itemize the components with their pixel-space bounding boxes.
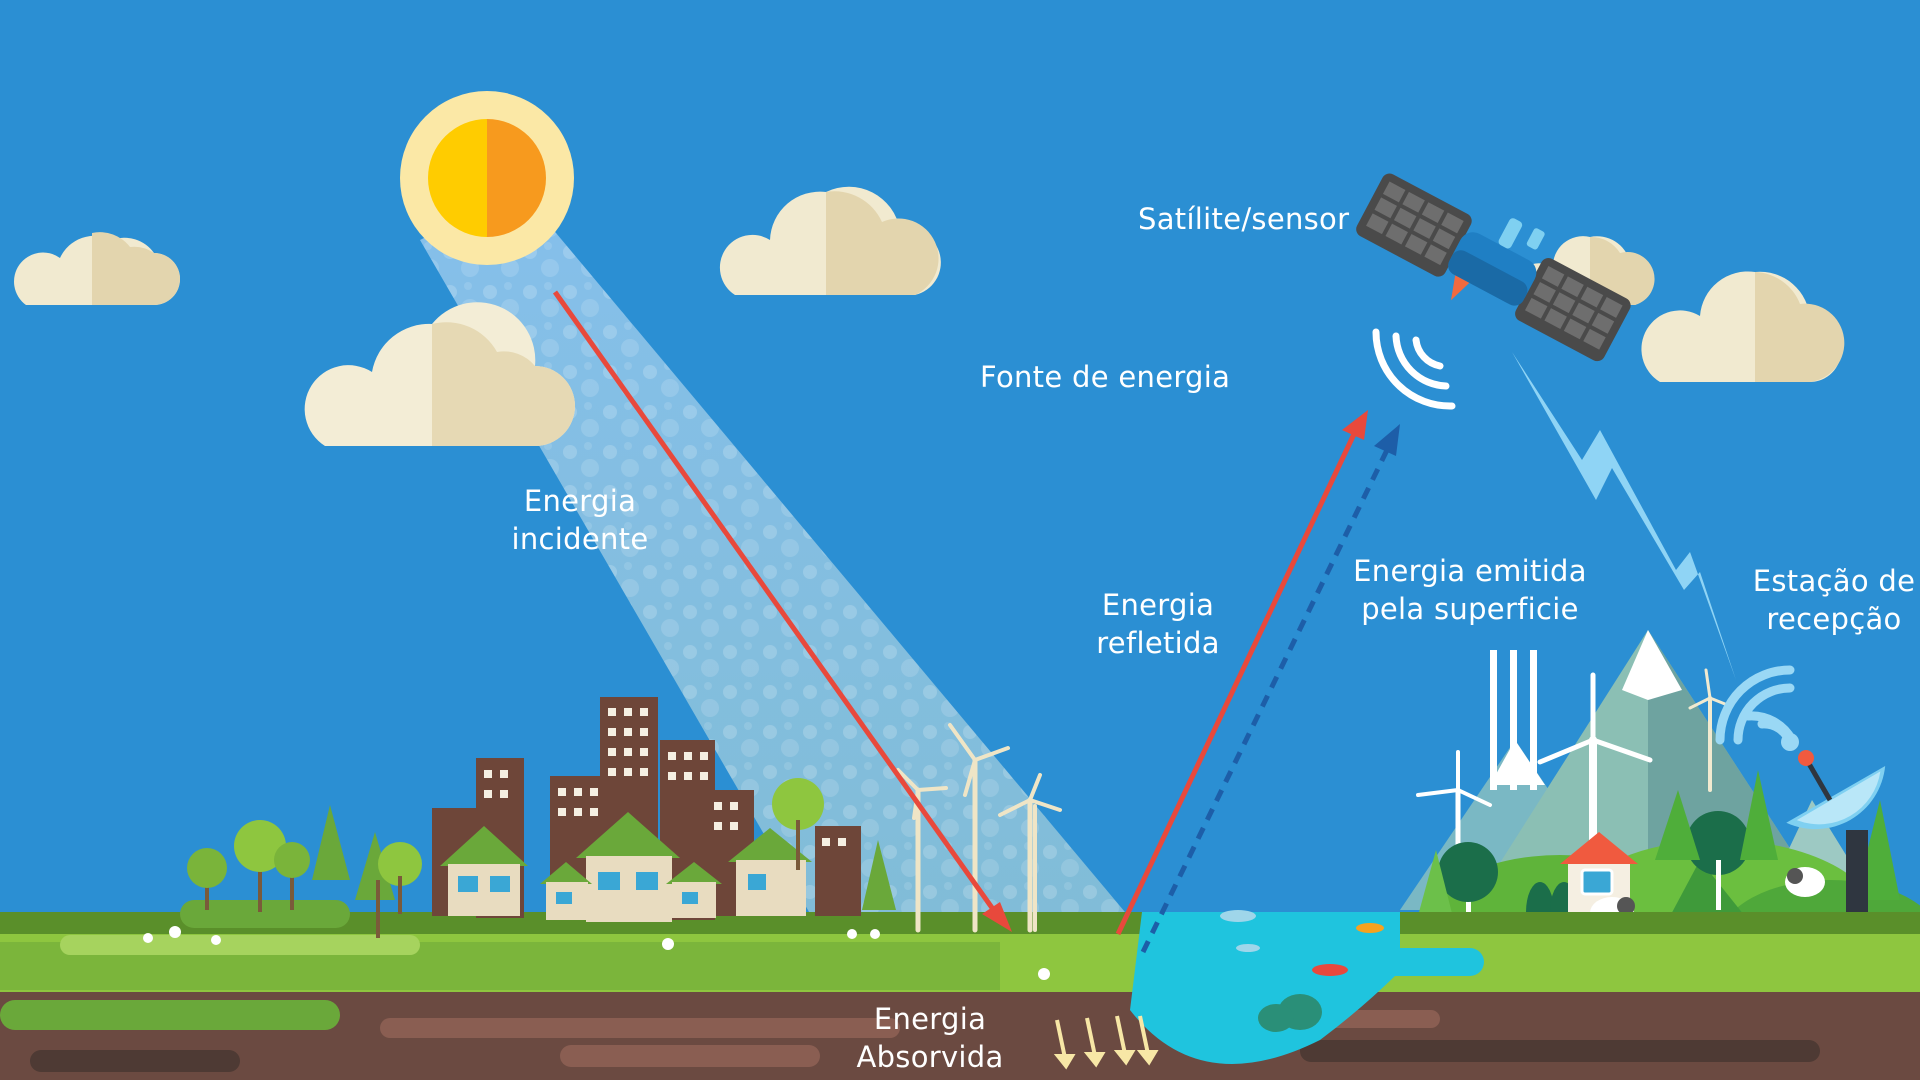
flowers <box>143 926 1050 980</box>
cloud-icon <box>304 302 575 446</box>
absorbed-energy-line-1: Energia <box>873 1002 987 1036</box>
receiving-station-label: Estação de recepção <box>1748 562 1920 638</box>
dish-signal-icon <box>1715 665 1799 751</box>
satellite-signal-icon <box>1372 328 1456 410</box>
absorbed-energy-line-2: Absorvida <box>856 1040 1004 1074</box>
water <box>1130 910 1484 1064</box>
light-beam <box>420 190 1140 1000</box>
cloud-icon <box>1641 271 1845 382</box>
emitted-energy-arrow <box>1140 424 1400 954</box>
incident-energy-line-1: Energia <box>523 484 637 518</box>
cloud-icon <box>719 186 941 295</box>
reflected-energy-label: Energia refletida <box>1083 586 1233 662</box>
incident-energy-line-2: incidente <box>511 522 649 556</box>
emitted-energy-label: Energia emitida pela superficie <box>1350 552 1590 628</box>
emitted-energy-line-1: Energia emitida <box>1353 554 1587 588</box>
incident-energy-label: Energia incidente <box>505 482 655 558</box>
towers <box>1490 650 1537 790</box>
wind-turbine-icon <box>998 773 1062 933</box>
reflected-energy-arrow <box>1115 410 1368 936</box>
emitted-energy-line-2: pela superficie <box>1361 592 1579 626</box>
receiving-station-line-1: Estação de <box>1752 564 1916 598</box>
absorbed-energy-label: Energia Absorvida <box>845 1000 1015 1076</box>
sun-icon <box>400 91 574 265</box>
wind-turbine-icon <box>948 723 1010 933</box>
energy-source-label: Fonte de energia <box>980 360 1231 394</box>
receiving-station-line-2: recepção <box>1766 602 1902 636</box>
satellite-sensor-label: Satílite/sensor <box>1138 202 1350 236</box>
sheep-icon <box>1785 867 1825 897</box>
satellite-icon <box>1356 173 1631 362</box>
cloud-icon <box>14 232 181 305</box>
houses <box>440 812 812 922</box>
reflected-energy-line-1: Energia <box>1101 588 1215 622</box>
incident-energy-arrow <box>552 290 1012 932</box>
absorbed-arrows <box>1053 1015 1159 1070</box>
tree-icon <box>187 778 896 938</box>
reflected-energy-line-2: refletida <box>1096 626 1220 660</box>
